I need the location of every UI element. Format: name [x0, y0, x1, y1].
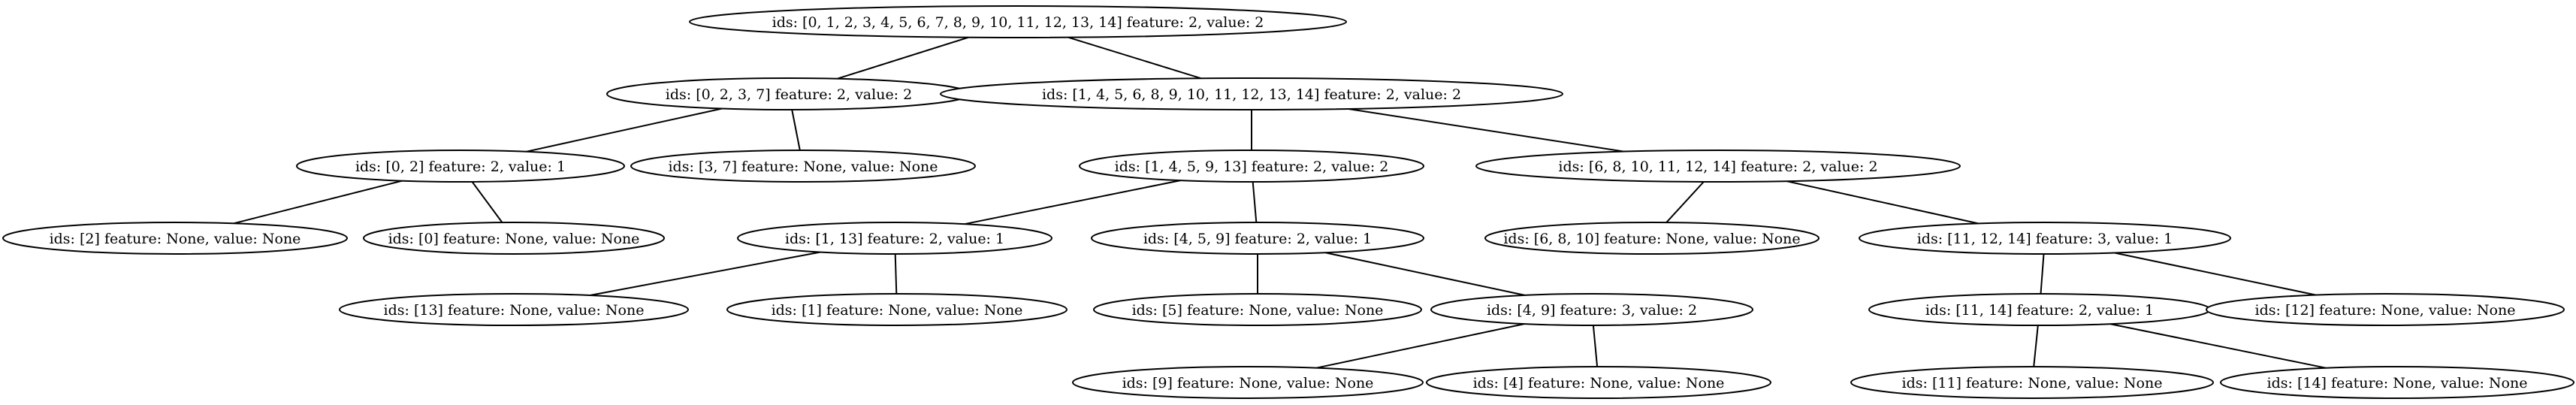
node-ellipse [363, 222, 665, 255]
node-ellipse [2, 222, 348, 255]
tree-node-n19: ids: [9] feature: None, value: None [1072, 366, 1424, 399]
tree-node-n11: ids: [6, 8, 10] feature: None, value: No… [1484, 222, 1820, 255]
tree-node-n7: ids: [2] feature: None, value: None [2, 222, 348, 255]
node-ellipse [1072, 366, 1424, 399]
node-label: ids: [12] feature: None, value: None [2255, 302, 2516, 319]
edge-n16-n20 [1592, 325, 1599, 367]
node-label: ids: [0, 2, 3, 7] feature: 2, value: 2 [666, 86, 912, 103]
node-label: ids: [6, 8, 10, 11, 12, 14] feature: 2, … [1558, 159, 1877, 175]
node-label: ids: [3, 7] feature: None, value: None [668, 159, 938, 175]
node-ellipse [2206, 293, 2565, 326]
node-ellipse [296, 150, 625, 183]
edge-n17-n22 [2109, 323, 2327, 369]
tree-node-n17: ids: [11, 14] feature: 2, value: 1 [1868, 293, 2211, 326]
tree-node-n16: ids: [4, 9] feature: 3, value: 2 [1430, 293, 1753, 326]
edge-n6-n11 [1665, 181, 1705, 223]
edges-layer [233, 36, 2327, 369]
node-ellipse [1475, 150, 1961, 183]
node-label: ids: [5] feature: None, value: None [1132, 302, 1384, 319]
tree-node-n18: ids: [12] feature: None, value: None [2206, 293, 2565, 326]
node-label: ids: [1, 4, 5, 6, 8, 9, 10, 11, 12, 13, … [1042, 86, 1461, 103]
node-ellipse [1484, 222, 1820, 255]
edge-n0-n2 [1068, 36, 1202, 80]
node-label: ids: [6, 8, 10] feature: None, value: No… [1503, 231, 1800, 247]
edge-n9-n14 [894, 253, 898, 295]
node-label: ids: [4] feature: None, value: None [1473, 375, 1725, 391]
tree-node-n21: ids: [11] feature: None, value: None [1850, 366, 2214, 399]
node-label: ids: [11] feature: None, value: None [1902, 375, 2163, 391]
edge-n1-n4 [791, 109, 801, 151]
node-ellipse [1426, 366, 1771, 399]
tree-node-n1: ids: [0, 2, 3, 7] feature: 2, value: 2 [606, 77, 971, 110]
node-label: ids: [0, 2] feature: 2, value: 1 [355, 159, 566, 175]
node-label: ids: [4, 5, 9] feature: 2, value: 1 [1143, 231, 1372, 247]
tree-node-n6: ids: [6, 8, 10, 11, 12, 14] feature: 2, … [1475, 150, 1961, 183]
tree-node-n0: ids: [0, 1, 2, 3, 4, 5, 6, 7, 8, 9, 10, … [689, 5, 1347, 38]
node-label: ids: [0, 1, 2, 3, 4, 5, 6, 7, 8, 9, 10, … [772, 14, 1264, 31]
edge-n2-n6 [1348, 108, 1624, 153]
tree-node-n13: ids: [13] feature: None, value: None [339, 293, 689, 326]
node-label: ids: [13] feature: None, value: None [384, 302, 645, 319]
node-label: ids: [2] feature: None, value: None [50, 231, 301, 247]
node-ellipse [940, 77, 1563, 110]
nodes-layer: ids: [0, 1, 2, 3, 4, 5, 6, 7, 8, 9, 10, … [2, 5, 2574, 399]
edge-n5-n9 [964, 180, 1181, 225]
node-label: ids: [0] feature: None, value: None [388, 231, 640, 247]
node-ellipse [1850, 366, 2214, 399]
edge-n12-n17 [2040, 253, 2045, 295]
tree-node-n2: ids: [1, 4, 5, 6, 8, 9, 10, 11, 12, 13, … [940, 77, 1563, 110]
edge-n6-n12 [1786, 180, 1979, 225]
edge-n12-n18 [2114, 252, 2316, 296]
tree-node-n14: ids: [1] feature: None, value: None [726, 293, 1068, 326]
node-label: ids: [11, 14] feature: 2, value: 1 [1925, 302, 2154, 319]
node-label: ids: [1, 13] feature: 2, value: 1 [785, 231, 1004, 247]
node-ellipse [1093, 293, 1422, 326]
edge-n0-n1 [836, 36, 969, 80]
edge-n3-n7 [233, 180, 403, 225]
tree-node-n4: ids: [3, 7] feature: None, value: None [630, 150, 976, 183]
tree-node-n12: ids: [11, 12, 14] feature: 3, value: 1 [1859, 222, 2231, 255]
edge-n3-n8 [471, 181, 503, 223]
edge-n5-n10 [1252, 181, 1258, 223]
node-label: ids: [1, 4, 5, 9, 13] feature: 2, value:… [1115, 159, 1389, 175]
edge-n16-n19 [1315, 323, 1525, 369]
node-ellipse [630, 150, 976, 183]
node-label: ids: [14] feature: None, value: None [2267, 375, 2528, 391]
tree-node-n3: ids: [0, 2] feature: 2, value: 1 [296, 150, 625, 183]
edge-n10-n16 [1324, 252, 1525, 296]
edge-n17-n21 [2033, 325, 2039, 367]
tree-node-n15: ids: [5] feature: None, value: None [1093, 293, 1422, 326]
tree-node-n10: ids: [4, 5, 9] feature: 2, value: 1 [1091, 222, 1424, 255]
edge-n1-n3 [526, 107, 723, 153]
tree-node-n8: ids: [0] feature: None, value: None [363, 222, 665, 255]
node-ellipse [1859, 222, 2231, 255]
node-ellipse [2220, 366, 2574, 399]
node-ellipse [339, 293, 689, 326]
node-label: ids: [1] feature: None, value: None [772, 302, 1023, 319]
tree-node-n9: ids: [1, 13] feature: 2, value: 1 [737, 222, 1052, 255]
node-ellipse [1430, 293, 1753, 326]
node-ellipse [726, 293, 1068, 326]
node-ellipse [689, 5, 1347, 38]
node-label: ids: [4, 9] feature: 3, value: 2 [1487, 302, 1697, 319]
node-label: ids: [9] feature: None, value: None [1122, 375, 1374, 391]
tree-node-n22: ids: [14] feature: None, value: None [2220, 366, 2574, 399]
node-ellipse [1091, 222, 1424, 255]
node-ellipse [737, 222, 1052, 255]
tree-node-n5: ids: [1, 4, 5, 9, 13] feature: 2, value:… [1079, 150, 1424, 183]
edge-n9-n13 [589, 251, 821, 297]
node-ellipse [1079, 150, 1424, 183]
node-label: ids: [11, 12, 14] feature: 3, value: 1 [1917, 231, 2173, 247]
tree-node-n20: ids: [4] feature: None, value: None [1426, 366, 1771, 399]
